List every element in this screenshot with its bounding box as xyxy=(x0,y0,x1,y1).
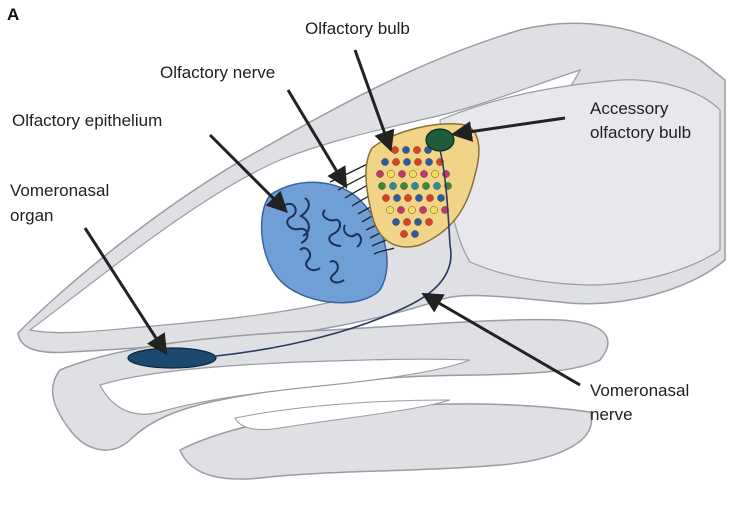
glomerulus xyxy=(389,182,396,189)
glomerulus xyxy=(413,146,420,153)
label-olfactory-nerve: Olfactory nerve xyxy=(160,62,275,83)
accessory-olfactory-bulb xyxy=(426,129,454,151)
glomerulus xyxy=(403,158,410,165)
glomerulus xyxy=(403,218,410,225)
glomerulus xyxy=(426,194,433,201)
mandible xyxy=(180,404,592,479)
glomerulus xyxy=(382,194,389,201)
glomerulus xyxy=(408,206,415,213)
glomerulus xyxy=(414,158,421,165)
glomerulus xyxy=(430,206,437,213)
glomerulus xyxy=(409,170,416,177)
glomerulus xyxy=(386,206,393,213)
glomerulus xyxy=(393,194,400,201)
label-vomeronasal-nerve-line2: nerve xyxy=(590,404,633,425)
glomerulus xyxy=(437,194,444,201)
glomerulus xyxy=(376,170,383,177)
glomerulus xyxy=(420,170,427,177)
label-accessory-line2: olfactory bulb xyxy=(590,122,691,143)
glomerulus xyxy=(400,182,407,189)
glomerulus xyxy=(402,146,409,153)
label-vomeronasal-nerve-line1: Vomeronasal xyxy=(590,380,689,401)
glomerulus xyxy=(411,182,418,189)
glomerulus xyxy=(400,230,407,237)
glomerulus xyxy=(411,230,418,237)
glomerulus xyxy=(398,170,405,177)
glomerulus xyxy=(425,158,432,165)
glomerulus xyxy=(422,182,429,189)
glomerulus xyxy=(431,170,438,177)
label-vomeronasal-organ-line1: Vomeronasal xyxy=(10,180,109,201)
glomerulus xyxy=(378,182,385,189)
glomerulus xyxy=(404,194,411,201)
glomerulus xyxy=(425,218,432,225)
glomerulus xyxy=(415,194,422,201)
panel-letter: A xyxy=(7,5,19,25)
glomerulus xyxy=(381,158,388,165)
vomeronasal-organ xyxy=(128,348,216,368)
glomerulus xyxy=(387,170,394,177)
glomerulus xyxy=(391,146,398,153)
glomerulus xyxy=(392,218,399,225)
glomerulus xyxy=(419,206,426,213)
brain-region xyxy=(440,80,720,285)
label-olfactory-epithelium: Olfactory epithelium xyxy=(12,110,162,131)
glomerulus xyxy=(414,218,421,225)
label-vomeronasal-organ-line2: organ xyxy=(10,205,53,226)
glomerulus xyxy=(397,206,404,213)
label-olfactory-bulb: Olfactory bulb xyxy=(305,18,410,39)
glomerulus xyxy=(433,182,440,189)
glomerulus xyxy=(392,158,399,165)
label-accessory-line1: Accessory xyxy=(590,98,668,119)
